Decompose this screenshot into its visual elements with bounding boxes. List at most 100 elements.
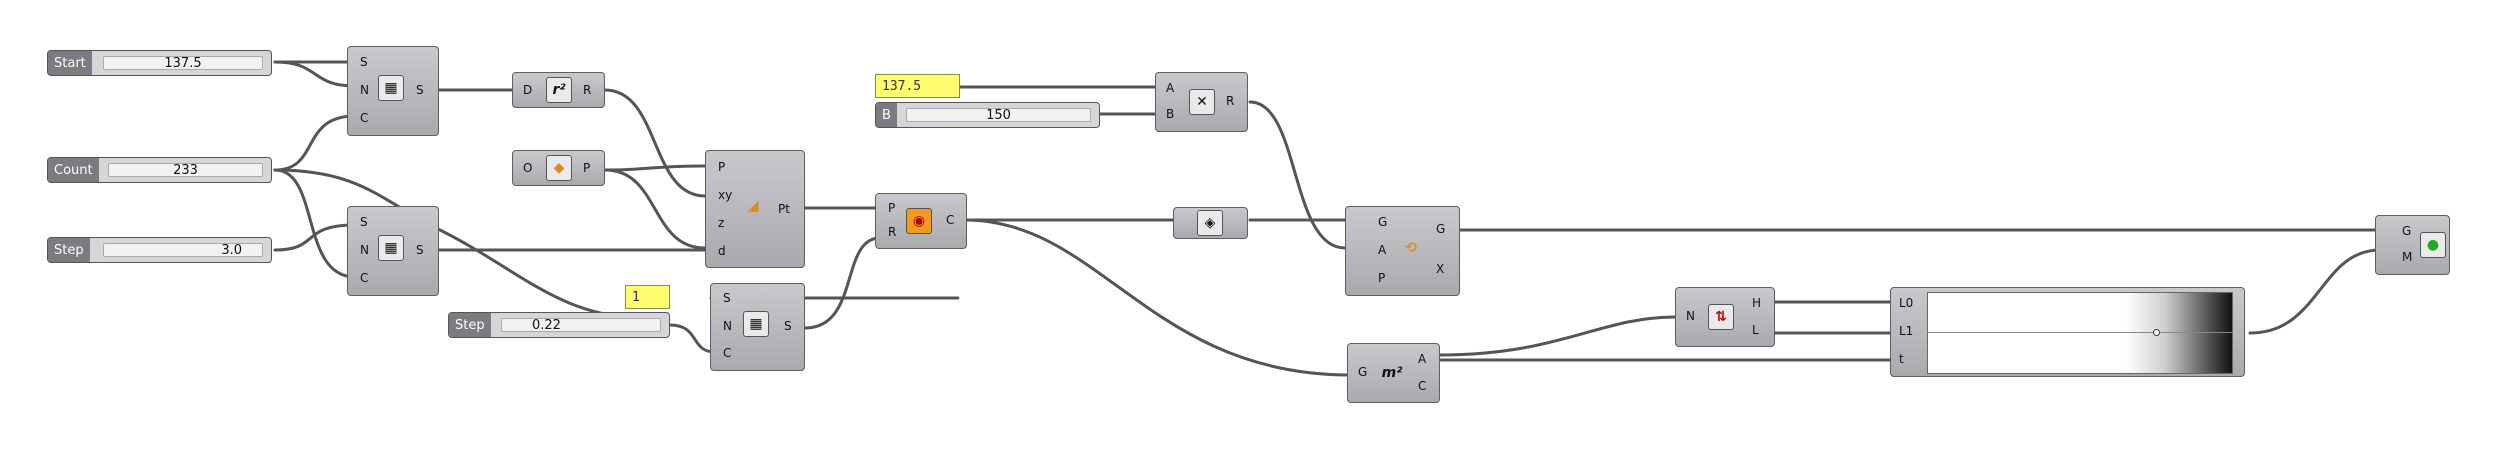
- gradient-strip[interactable]: [1927, 292, 2233, 374]
- circle-component[interactable]: P R ◉ C: [875, 193, 967, 249]
- wire: [963, 218, 1352, 377]
- pin-a: A: [1166, 81, 1175, 95]
- wire: [603, 88, 707, 198]
- pin-start: S: [360, 215, 368, 229]
- bounds-icon: ⇅: [1708, 304, 1734, 330]
- rotate-component[interactable]: G A P ⟲ G X: [1345, 206, 1460, 296]
- pin-x: X: [1436, 262, 1445, 276]
- slider-track[interactable]: 233: [108, 162, 263, 178]
- square-root-icon: r²: [546, 77, 572, 103]
- slider-value: 3.0: [221, 242, 242, 258]
- pin-step: N: [360, 243, 369, 257]
- custom-preview-component[interactable]: G M ●: [2375, 215, 2450, 275]
- gradient-line: [1927, 332, 2233, 333]
- pin-p: P: [1378, 271, 1386, 285]
- wire: [273, 168, 357, 279]
- pin-g-out: G: [1436, 222, 1446, 236]
- circle-icon: ◉: [906, 208, 932, 234]
- pin-c: C: [946, 213, 955, 227]
- slider-b[interactable]: B 150: [875, 102, 1100, 128]
- pin-count: C: [360, 271, 369, 285]
- pin-r: R: [888, 225, 897, 239]
- slider-track[interactable]: 150: [906, 107, 1091, 123]
- pin-l0: L0: [1899, 296, 1914, 310]
- pin-p: P: [888, 201, 896, 215]
- wire: [1248, 100, 1347, 250]
- pin-h: H: [1752, 296, 1762, 310]
- slider-count[interactable]: Count 233: [47, 157, 272, 183]
- pin-r: R: [583, 83, 592, 97]
- slider-label: Step: [449, 313, 491, 337]
- pin-b: B: [1166, 107, 1175, 121]
- pin-l: L: [1752, 323, 1759, 337]
- slider-track[interactable]: 137.5: [103, 56, 263, 71]
- polar-point-component[interactable]: P xy z d ◢ Pt: [705, 150, 805, 268]
- wire: [273, 60, 357, 88]
- pin-pt: Pt: [778, 202, 790, 216]
- pin-o: O: [523, 161, 533, 175]
- wire: [603, 164, 707, 172]
- pin-count: C: [723, 346, 732, 360]
- area-component[interactable]: G m² A C: [1347, 343, 1440, 403]
- slider-label: Count: [48, 158, 99, 182]
- series-icon: ▦: [743, 311, 769, 337]
- pin-start: S: [360, 55, 368, 69]
- pin-start: S: [723, 291, 731, 305]
- series-component[interactable]: S N C ▦ S: [347, 206, 439, 296]
- pin-z: z: [718, 216, 725, 230]
- pin-g: G: [1378, 215, 1388, 229]
- pin-series: S: [416, 83, 424, 97]
- pin-step: N: [360, 83, 369, 97]
- slider-label: Start: [48, 51, 92, 75]
- panel-one[interactable]: 1: [625, 285, 670, 309]
- xy-plane-component[interactable]: O ◆ P: [512, 150, 605, 186]
- pin-xy: xy: [718, 188, 733, 202]
- polar-point-icon: ◢: [747, 198, 759, 214]
- pin-count: C: [360, 111, 369, 125]
- slider-label: Step: [48, 238, 90, 262]
- gradient-component[interactable]: L0 L1 t: [1890, 287, 2245, 377]
- pin-p: P: [718, 160, 726, 174]
- multiplication-component[interactable]: A B ✕ R: [1155, 72, 1248, 132]
- xy-plane-icon: ◆: [546, 155, 572, 181]
- bounds-component[interactable]: N ⇅ H L: [1675, 287, 1775, 347]
- pin-t: t: [1899, 352, 1904, 366]
- pin-d: D: [523, 83, 533, 97]
- wire: [603, 168, 707, 250]
- wire: [273, 114, 357, 172]
- geometry-param-component[interactable]: ◈: [1173, 207, 1248, 239]
- pin-g: G: [1358, 365, 1368, 379]
- area-icon: m²: [1381, 365, 1403, 381]
- pin-series: S: [784, 319, 792, 333]
- slider-start[interactable]: Start 137.5: [47, 50, 272, 76]
- pin-p: P: [583, 161, 591, 175]
- wire: [273, 168, 647, 320]
- panel-angle[interactable]: 137.5: [875, 74, 960, 98]
- wire: [2248, 248, 2382, 335]
- series-component[interactable]: S N C ▦ S: [347, 46, 439, 136]
- slider-value: 0.22: [532, 317, 561, 333]
- slider-value: 150: [986, 107, 1011, 123]
- slider-value: 233: [173, 162, 198, 178]
- wire: [1438, 315, 1677, 357]
- slider-track[interactable]: 3.0: [103, 242, 263, 258]
- rotate-icon: ⟲: [1405, 240, 1417, 256]
- pin-c: C: [1418, 379, 1427, 393]
- series-icon: ▦: [378, 75, 404, 101]
- square-root-component[interactable]: D r² R: [512, 72, 605, 108]
- pin-series: S: [416, 243, 424, 257]
- slider-step[interactable]: Step 3.0: [47, 237, 272, 263]
- wire: [273, 223, 357, 252]
- slider-step-2[interactable]: Step 0.22: [448, 312, 670, 338]
- pin-m: M: [2402, 250, 2413, 264]
- geometry-icon: ◈: [1197, 210, 1223, 236]
- slider-label: B: [876, 103, 897, 127]
- gradient-handle[interactable]: [2153, 329, 2160, 336]
- series-component[interactable]: S N C ▦ S: [710, 283, 805, 371]
- slider-track[interactable]: 0.22: [501, 317, 661, 333]
- multiplication-icon: ✕: [1189, 89, 1215, 115]
- series-icon: ▦: [378, 235, 404, 261]
- wire: [803, 236, 882, 330]
- preview-icon: ●: [2420, 232, 2446, 258]
- pin-step: N: [723, 319, 732, 333]
